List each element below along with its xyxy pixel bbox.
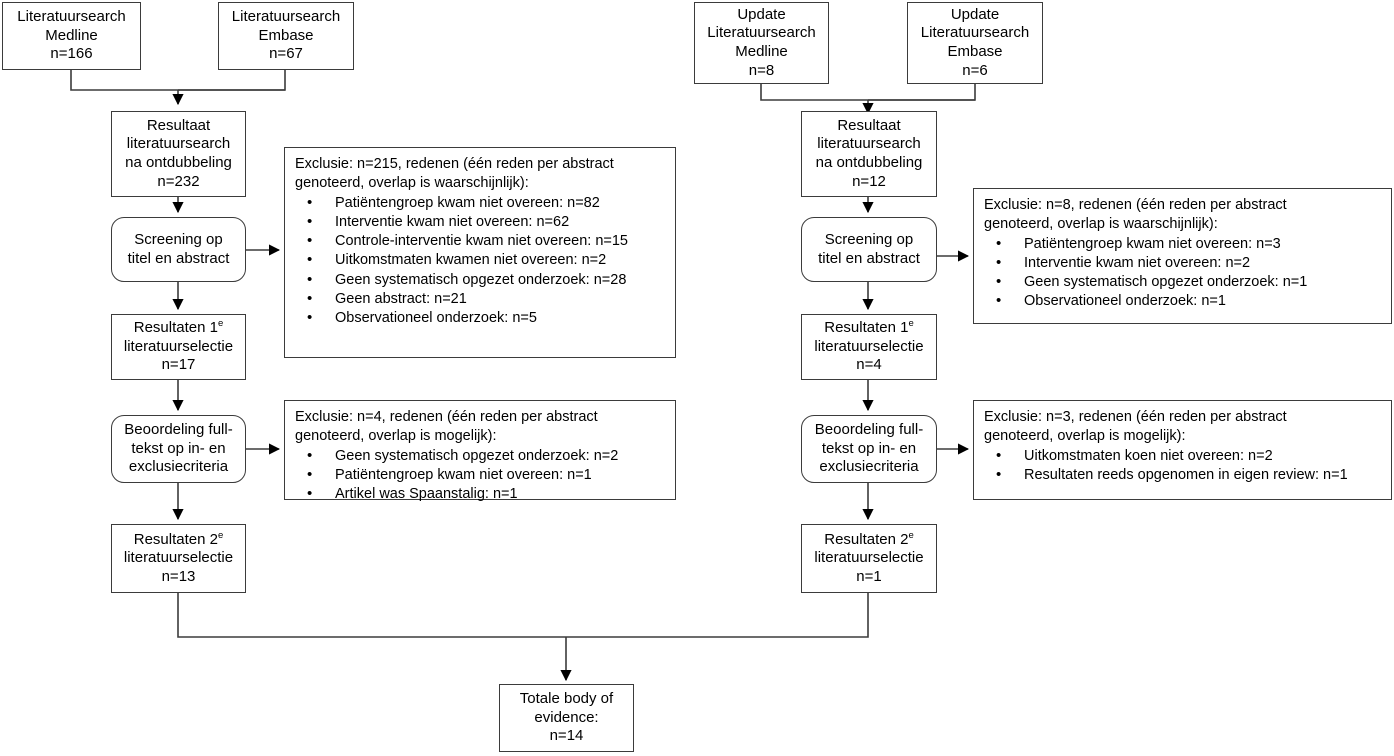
node-text-line: literatuurselectie (123, 549, 234, 567)
node-count: n=4 (856, 356, 882, 374)
exclusion-heading-line: Exclusie: n=8, redenen (één reden per ab… (984, 197, 1287, 213)
line-left-embase-to-merge (178, 70, 286, 91)
node-left-fulltext-assessment[interactable]: Beoordeling full- tekst op in- en exclus… (111, 415, 246, 483)
node-text-line: Embase (947, 43, 1003, 60)
exclusion-heading-line: genoteerd, overlap is waarschijnlijk): (984, 216, 1218, 233)
exclusion-reason-item: Geen systematisch opgezet onderzoek: n=1 (984, 272, 1385, 292)
exclusion-reason-item: Patiëntengroep kwam niet overeen: n=1 (295, 465, 669, 485)
node-count: n=17 (161, 356, 196, 374)
node-left-selection-second[interactable]: Resultaten 2e literatuurselectie n=13 (111, 524, 246, 593)
node-text-line: literatuursearch (126, 135, 231, 153)
node-text-line: literatuursearch (817, 135, 921, 153)
node-left-source-medline[interactable]: Literatuursearch Medline n=166 (2, 2, 141, 70)
exclusion-reason-item: Controle-interventie kwam niet overeen: … (295, 231, 669, 251)
node-text-line: Screening op (134, 230, 223, 248)
node-text-line: Literatuursearch (17, 8, 126, 26)
exclusion-reason-item: Interventie kwam niet overeen: n=62 (295, 212, 669, 232)
node-left-dedup-result[interactable]: Resultaat literatuursearch na ontdubbeli… (111, 111, 246, 197)
node-text-line: Update (737, 5, 786, 23)
node-count: n=13 (161, 567, 196, 585)
exclusion-heading-line: Exclusie: n=3, redenen (één reden per ab… (984, 409, 1287, 425)
node-count: n=14 (549, 727, 584, 745)
exclusion-reason-list: Geen systematisch opgezet onderzoek: n=2… (295, 446, 669, 505)
node-text-line: Screening op (824, 230, 914, 248)
exclusion-heading-line: Exclusie: n=215, redenen (één reden per … (295, 156, 614, 172)
node-text-line: Medline (735, 43, 788, 60)
node-text-line: Resultaat (146, 116, 211, 134)
exclusion-reason-item: Patiëntengroep kwam niet overeen: n=82 (295, 193, 669, 213)
node-left-source-embase[interactable]: Literatuursearch Embase n=67 (218, 2, 354, 70)
exclusion-reason-item: Uitkomstmaten kwamen niet overeen: n=2 (295, 250, 669, 270)
node-count: n=1 (856, 567, 882, 585)
node-count: n=232 (157, 172, 200, 190)
exclusion-box-right-fulltext: Exclusie: n=3, redenen (één reden per ab… (973, 400, 1392, 500)
node-right-dedup-result[interactable]: Resultaat literatuursearch na ontdubbeli… (801, 111, 937, 197)
node-text-line: Resultaat (837, 116, 901, 134)
exclusion-heading-line: genoteerd, overlap is mogelijk): (295, 428, 497, 445)
exclusion-reason-item: Observationeel onderzoek: n=5 (295, 308, 669, 328)
node-count: n=166 (50, 45, 93, 63)
node-text-line: Resultaten 2e (133, 529, 224, 548)
node-text-line: na ontdubbeling (815, 154, 923, 171)
exclusion-heading-line: genoteerd, overlap is mogelijk): (984, 428, 1186, 445)
line-right-medline-to-merge (760, 84, 975, 101)
node-text-line: evidence: (534, 708, 599, 726)
node-text-line: Update (950, 5, 1000, 23)
exclusion-heading-line: genoteerd, overlap is waarschijnlijk): (295, 175, 529, 192)
node-text-line: Medline (45, 26, 98, 44)
exclusion-reason-item: Geen systematisch opgezet onderzoek: n=2… (295, 270, 669, 290)
node-text-line: literatuurselectie (814, 337, 924, 355)
node-right-selection-first[interactable]: Resultaten 1e literatuurselectie n=4 (801, 314, 937, 380)
exclusion-box-left-screening: Exclusie: n=215, redenen (één reden per … (284, 147, 676, 358)
node-count: n=12 (852, 172, 886, 190)
node-text-line: Literatuursearch (920, 24, 1030, 42)
node-text-line: Embase (258, 26, 314, 44)
node-text-line: titel en abstract (818, 249, 920, 267)
node-text-line: literatuurselectie (814, 549, 924, 567)
node-text-line: Beoordeling full- (124, 421, 233, 439)
exclusion-heading-line: Exclusie: n=4, redenen (één reden per ab… (295, 409, 598, 425)
node-text-line: Literatuursearch (231, 8, 341, 26)
node-text-line: tekst op in- en (131, 439, 226, 457)
node-text-line: tekst op in- en (821, 439, 917, 457)
node-text-line: Literatuursearch (707, 24, 816, 42)
node-left-selection-first[interactable]: Resultaten 1e literatuurselectie n=17 (111, 314, 246, 380)
node-text-line: Totale body of (519, 690, 614, 708)
node-count: n=8 (748, 61, 775, 79)
node-text-line: Resultaten 1e (824, 318, 914, 337)
exclusion-reason-item: Observationeel onderzoek: n=1 (984, 291, 1385, 311)
exclusion-reason-list: Uitkomstmaten koen niet overeen: n=2 Res… (984, 446, 1385, 486)
line-left-medline-to-merge (70, 70, 285, 91)
exclusion-reason-item: Patiëntengroep kwam niet overeen: n=3 (984, 234, 1385, 254)
node-text-line: exclusiecriteria (128, 458, 229, 476)
node-text-line: exclusiecriteria (819, 458, 919, 476)
node-right-screening[interactable]: Screening op titel en abstract (801, 217, 937, 282)
node-text-line: na ontdubbeling (125, 154, 232, 171)
line-right-embase-to-merge (868, 84, 976, 101)
node-text-line: Resultaten 2e (824, 529, 914, 548)
node-right-source-embase[interactable]: Update Literatuursearch Embase n=6 (907, 2, 1043, 84)
exclusion-reason-list: Patiëntengroep kwam niet overeen: n=3 In… (984, 234, 1385, 312)
node-count: n=6 (962, 61, 988, 79)
node-right-source-medline[interactable]: Update Literatuursearch Medline n=8 (694, 2, 829, 84)
node-text-line: literatuurselectie (123, 337, 234, 355)
node-count: n=67 (269, 45, 303, 63)
node-text-line: Resultaten 1e (133, 318, 224, 337)
exclusion-reason-item: Geen systematisch opgezet onderzoek: n=2 (295, 446, 669, 466)
node-right-fulltext-assessment[interactable]: Beoordeling full- tekst op in- en exclus… (801, 415, 937, 483)
node-text-line: titel en abstract (127, 249, 230, 267)
exclusion-reason-item: Artikel was Spaanstalig: n=1 (295, 484, 669, 504)
node-text-line: Beoordeling full- (814, 421, 924, 439)
exclusion-reason-item: Interventie kwam niet overeen: n=2 (984, 253, 1385, 273)
node-right-selection-second[interactable]: Resultaten 2e literatuurselectie n=1 (801, 524, 937, 593)
exclusion-reason-item: Geen abstract: n=21 (295, 289, 669, 309)
exclusion-reason-item: Resultaten reeds opgenomen in eigen revi… (984, 465, 1385, 485)
node-left-screening[interactable]: Screening op titel en abstract (111, 217, 246, 282)
node-total-body-of-evidence[interactable]: Totale body of evidence: n=14 (499, 684, 634, 752)
exclusion-reason-list: Patiëntengroep kwam niet overeen: n=82 I… (295, 193, 669, 329)
line-bottom-merge (177, 593, 869, 638)
exclusion-reason-item: Uitkomstmaten koen niet overeen: n=2 (984, 446, 1385, 466)
exclusion-box-left-fulltext: Exclusie: n=4, redenen (één reden per ab… (284, 400, 676, 504)
exclusion-box-right-screening: Exclusie: n=8, redenen (één reden per ab… (973, 188, 1392, 324)
